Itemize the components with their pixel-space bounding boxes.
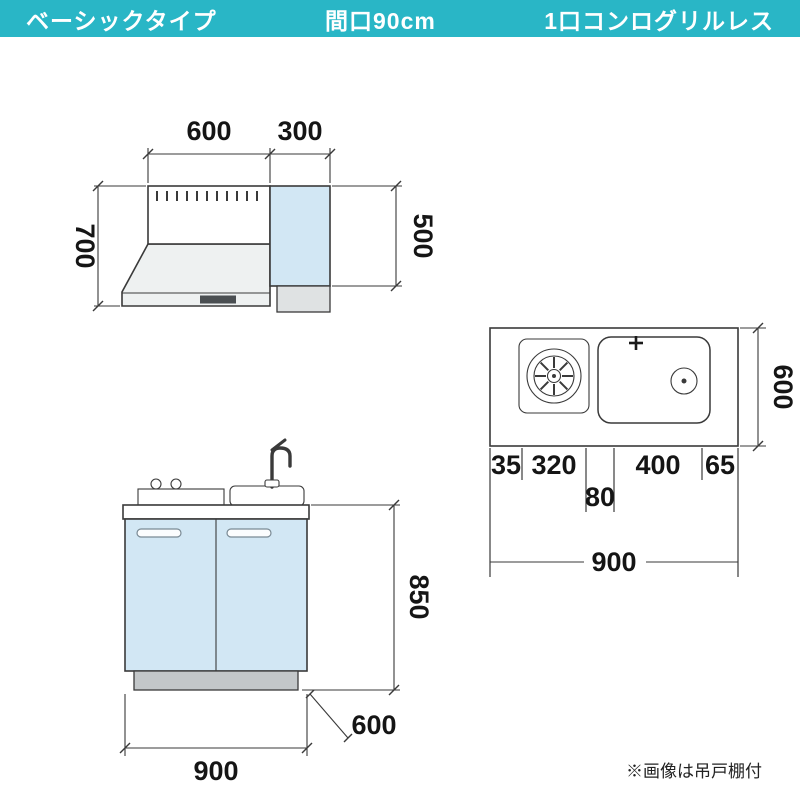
dim-cabinet-height: 850	[404, 574, 434, 619]
footnote: ※画像は吊戸棚付	[626, 762, 762, 781]
dim-side-width: 300	[277, 116, 322, 146]
hood-slant	[121, 243, 271, 307]
hood-right-dimension: 500	[332, 180, 438, 292]
drain-circle	[670, 367, 698, 395]
header-width-label: 間口90cm	[325, 7, 436, 34]
hood-side-panel	[269, 185, 331, 287]
dim-cabinet-depth: 600	[351, 710, 396, 740]
cabinet-depth-dimension: 600	[305, 689, 397, 743]
burner-grate-icon	[535, 357, 573, 395]
hood-front-view: 600 300 700 500	[70, 116, 438, 313]
burner-front	[137, 488, 225, 506]
cabinet-width-dimension: 900	[119, 694, 313, 786]
counter-plan-view: 600 35 320 400 65 80 900	[489, 322, 798, 577]
dim-hood-height: 700	[70, 223, 100, 268]
dim-burner: 320	[531, 450, 576, 480]
countertop-front	[122, 504, 310, 520]
header-bar: ベーシックタイプ 間口90cm 1口コンログリルレス	[0, 0, 800, 37]
header-type-label: ベーシックタイプ	[26, 7, 217, 34]
hood-duct-box	[276, 285, 331, 313]
dim-left-edge: 35	[491, 450, 521, 480]
kickboard	[133, 670, 299, 691]
dim-sink: 400	[635, 450, 680, 480]
sink-front	[229, 485, 305, 507]
dim-cabinet-width: 900	[193, 756, 238, 786]
plan-depth-dimension: 600	[740, 322, 798, 452]
dim-gap: 80	[585, 482, 615, 512]
dim-plan-depth: 600	[768, 364, 798, 409]
hood-left-dimension: 700	[70, 180, 146, 312]
door-handle-left	[136, 528, 182, 538]
header-burner-label: 1口コンログリルレス	[544, 7, 774, 34]
burner-knob-left	[150, 478, 162, 490]
cabinet-height-dimension: 850	[302, 499, 434, 696]
faucet-hole-icon	[629, 336, 643, 350]
vent-slits-icon	[156, 191, 258, 201]
cabinet-front-view: 850 600 900	[119, 438, 434, 786]
dim-side-height: 500	[408, 213, 438, 258]
dim-right-edge: 65	[705, 450, 735, 480]
door-handle-right	[226, 528, 272, 538]
hood-control-panel	[200, 295, 236, 304]
sink-basin-plan	[597, 336, 711, 424]
burner-module	[518, 338, 590, 414]
plan-width-dimensions: 35 320 400 65 80 900	[489, 448, 739, 577]
dim-hood-width: 600	[186, 116, 231, 146]
dim-plan-total-width: 900	[591, 547, 636, 577]
burner-knob-right	[170, 478, 182, 490]
hood-top-dimension: 600 300	[142, 116, 336, 183]
faucet-icon	[264, 438, 292, 489]
